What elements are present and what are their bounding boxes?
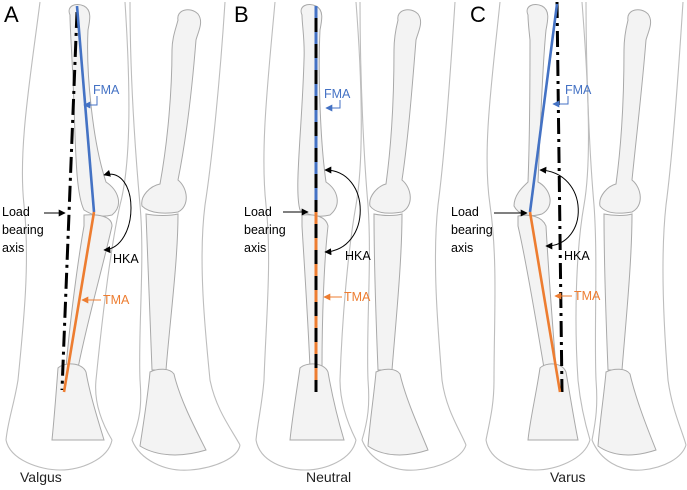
panel-b: B FMA HKA TMA Load bearing axis Neutral bbox=[234, 1, 467, 485]
fma-label-arrow bbox=[83, 96, 98, 109]
hka-arc-arrow bbox=[539, 166, 579, 250]
fma-line bbox=[528, 3, 559, 213]
hka-arc-arrow bbox=[103, 169, 132, 254]
leg-outline bbox=[255, 1, 467, 471]
tma-line bbox=[528, 211, 562, 393]
panel-letter: C bbox=[470, 2, 486, 27]
panel-caption: Valgus bbox=[20, 469, 62, 485]
bones-right-leg bbox=[597, 9, 657, 456]
load-axis-label-line2: bearing bbox=[2, 223, 44, 237]
load-axis-label-line3: axis bbox=[2, 241, 24, 255]
bones-left-leg bbox=[289, 3, 345, 441]
load-axis-label-line1: Load bbox=[2, 205, 30, 219]
tma-line bbox=[62, 211, 96, 393]
fma-line bbox=[75, 5, 96, 213]
panel-caption: Neutral bbox=[306, 469, 351, 485]
fma-label: FMA bbox=[324, 87, 351, 101]
panel-letter: A bbox=[4, 2, 19, 27]
tma-label: TMA bbox=[574, 289, 601, 303]
leg-outline bbox=[5, 1, 241, 471]
fma-label: FMA bbox=[565, 83, 592, 97]
hka-arc-arrow bbox=[324, 166, 361, 256]
load-axis-label-line2: bearing bbox=[244, 223, 286, 237]
panel-letter: B bbox=[234, 2, 249, 27]
bones-right-leg bbox=[367, 9, 429, 456]
hka-label: HKA bbox=[564, 249, 590, 263]
fma-label-arrow bbox=[325, 100, 341, 112]
fma-label-arrow bbox=[552, 96, 569, 108]
fma-label: FMA bbox=[93, 83, 120, 97]
tma-label: TMA bbox=[344, 290, 371, 304]
load-axis-label-line1: Load bbox=[451, 205, 479, 219]
panel-a: A FMA HKA TMA Load bearing axis Valgus bbox=[2, 1, 241, 485]
panel-c: C FMA HKA TMA Load bearing axis Varus bbox=[451, 1, 687, 485]
tma-label: TMA bbox=[103, 293, 130, 307]
load-axis-label-line3: axis bbox=[451, 241, 473, 255]
load-axis-label-line1: Load bbox=[244, 205, 272, 219]
load-axis-label-line3: axis bbox=[244, 241, 266, 255]
bones-left-leg bbox=[513, 3, 579, 441]
load-axis-label-line2: bearing bbox=[451, 223, 493, 237]
panel-caption: Varus bbox=[550, 469, 586, 485]
leg-outline bbox=[485, 1, 687, 471]
bones-right-leg bbox=[139, 9, 207, 456]
load-bearing-axis-line bbox=[60, 11, 79, 391]
load-bearing-axis-line bbox=[555, 1, 564, 393]
hka-label: HKA bbox=[113, 252, 139, 266]
hka-label: HKA bbox=[345, 249, 371, 263]
